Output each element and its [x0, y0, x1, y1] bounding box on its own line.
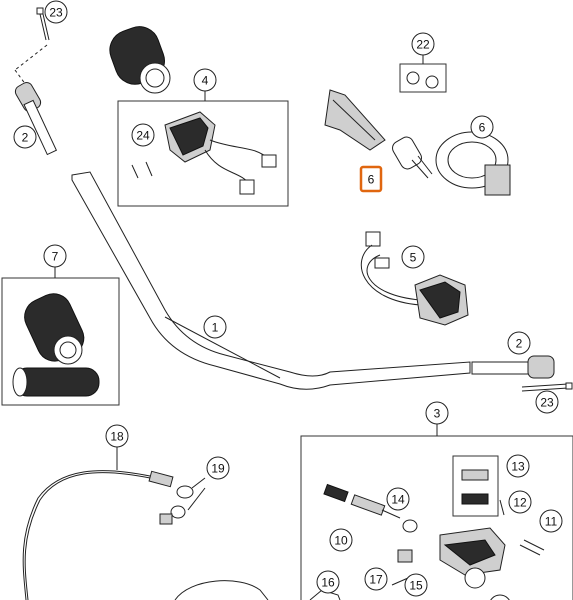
callout-6-highlighted[interactable]: 6 — [368, 173, 375, 187]
callout-label: 16 — [321, 576, 335, 590]
left-switch-unit — [164, 111, 277, 195]
reservoir-cover — [461, 469, 489, 505]
throttle-sleeve — [392, 136, 433, 179]
callout-label: 22 — [416, 38, 430, 52]
callout-17: 17 — [364, 567, 388, 591]
callout-23-top: 23 — [44, 0, 68, 24]
callout-24: 24 — [131, 123, 155, 147]
box-4 — [117, 100, 289, 207]
callout-label: 11 — [545, 515, 558, 529]
screws-11-12 — [499, 499, 545, 556]
cable-18 — [22, 447, 269, 600]
callout-label: 23 — [49, 6, 63, 20]
callout-label: 19 — [211, 462, 225, 476]
callout-partial-bottom-right — [490, 594, 510, 600]
callout-2-right: 2 — [507, 331, 531, 355]
master-cylinder — [309, 519, 506, 600]
callout-label: 10 — [334, 534, 348, 548]
callout-7: 7 — [43, 244, 67, 268]
callout-6-right: 6 — [470, 115, 494, 139]
small-cap-right — [425, 75, 439, 89]
box-13 — [452, 455, 499, 517]
callout-label: 12 — [513, 496, 527, 510]
callout-label: 6 — [479, 121, 486, 135]
callout-2-top: 2 — [13, 125, 37, 149]
callout-label: 6 — [368, 173, 375, 187]
callout-label: 3 — [434, 407, 441, 421]
bar-end-bolt-top — [14, 7, 50, 86]
box-3 — [300, 435, 573, 600]
callout-label: 1 — [212, 321, 219, 335]
spring-and-piston — [323, 483, 401, 519]
callout-10: 10 — [329, 528, 353, 552]
callout-1: 1 — [203, 315, 227, 339]
callout-11: 11 — [539, 509, 563, 533]
callout-3: 3 — [425, 401, 449, 425]
grip-top — [109, 26, 171, 94]
throttle-bracket — [324, 89, 386, 151]
callout-13: 13 — [506, 454, 530, 478]
callout-label: 2 — [22, 131, 29, 145]
grip-right-sleeve — [12, 367, 100, 397]
callout-12: 12 — [508, 490, 532, 514]
callout-label: 13 — [511, 460, 525, 474]
callout-label: 2 — [516, 337, 523, 351]
callout-label: 14 — [391, 493, 405, 507]
washers-19 — [159, 477, 206, 525]
screws-24 — [131, 161, 153, 179]
bar-end-bolt-right — [521, 382, 573, 392]
callout-label: 23 — [540, 396, 554, 410]
callout-label: 18 — [110, 430, 124, 444]
callout-18: 18 — [105, 424, 129, 448]
highlight-box-6[interactable] — [359, 165, 383, 193]
callout-16: 16 — [316, 570, 340, 594]
callout-14: 14 — [386, 487, 410, 511]
box-7 — [1, 277, 120, 406]
handlebar — [71, 171, 471, 390]
callout-label: 17 — [369, 573, 383, 587]
callout-15: 15 — [404, 573, 428, 597]
callout-label: 7 — [52, 250, 59, 264]
callout-label: 24 — [136, 129, 150, 143]
bar-end-weight-top — [14, 82, 58, 156]
callout-22: 22 — [411, 32, 435, 56]
callout-4: 4 — [193, 68, 217, 92]
small-cap-left — [406, 71, 420, 85]
callout-label: 4 — [202, 74, 209, 88]
throttle-housing — [435, 131, 511, 196]
callout-label: 15 — [409, 579, 423, 593]
callout-5: 5 — [401, 245, 425, 269]
bar-end-weight-right — [471, 355, 555, 379]
callout-23-right: 23 — [535, 390, 559, 414]
right-switch-unit — [360, 231, 469, 326]
grip-left-sleeve — [24, 293, 85, 365]
callout-19: 19 — [206, 456, 230, 480]
callout-label: 5 — [410, 251, 417, 265]
